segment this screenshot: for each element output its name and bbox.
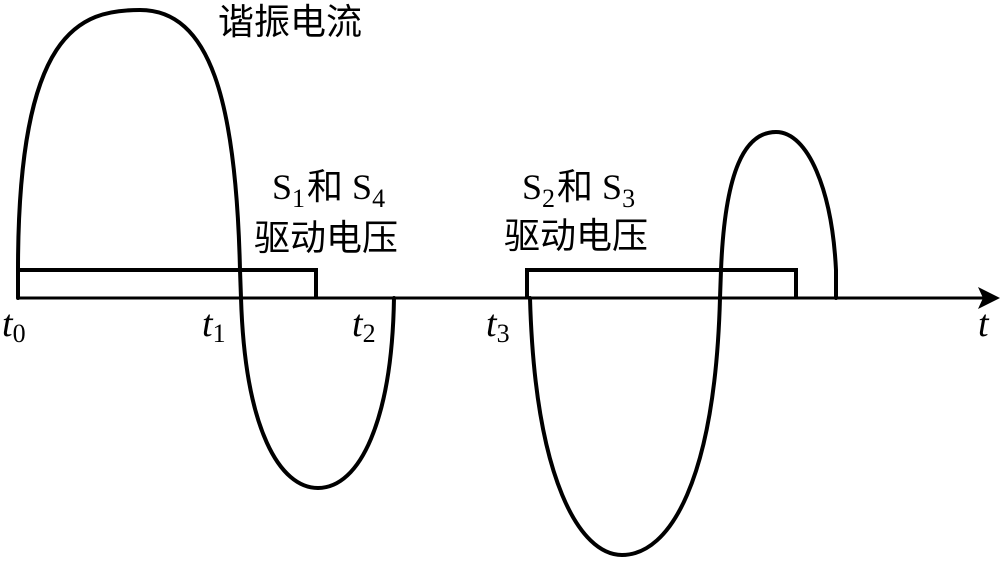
s2-s3-label: S2和 S3 — [522, 167, 635, 213]
resonant-current-positive-lobe-1 — [16, 8, 243, 300]
s23-mid: 和 S — [557, 167, 622, 207]
resonant-current-negative-lobe-2 — [528, 296, 722, 557]
tick-t0: t0 — [2, 303, 26, 348]
resonant-current-label: 谐振电流 — [218, 2, 362, 43]
s2-s3-drive-voltage-pulse — [525, 268, 798, 298]
s1-s4-drive-voltage-pulse — [16, 268, 318, 298]
s14-letter-a: S — [272, 167, 292, 207]
s23-sub-b: 3 — [622, 184, 635, 213]
resonant-current-negative-lobe-1 — [239, 296, 396, 490]
resonant-current-positive-lobe-2 — [718, 130, 838, 300]
s14-mid: 和 S — [307, 167, 372, 207]
s23-letter-a: S — [522, 167, 542, 207]
tick-t2: t2 — [352, 303, 376, 348]
axis-arrowhead — [978, 287, 1000, 309]
s14-sub-a: 1 — [292, 184, 305, 213]
tick-t3: t3 — [486, 303, 510, 348]
s14-sub-b: 4 — [372, 184, 385, 213]
s1-s4-label: S1和 S4 — [272, 167, 385, 213]
s1-s4-drive-voltage-label: 驱动电压 — [254, 218, 398, 259]
s2-s3-drive-voltage-label: 驱动电压 — [504, 216, 648, 257]
axis-label-t: t — [978, 303, 990, 345]
tick-t1: t1 — [202, 303, 226, 348]
s23-sub-a: 2 — [542, 184, 555, 213]
